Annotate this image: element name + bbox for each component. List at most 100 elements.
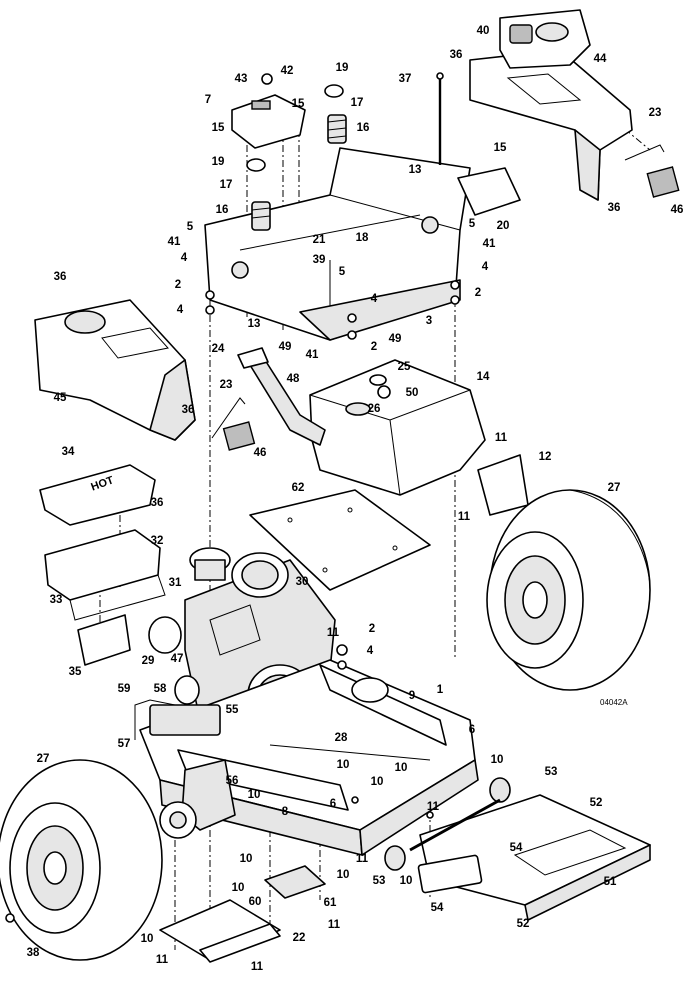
callout-36: 36: [182, 404, 195, 416]
callout-11: 11: [251, 961, 264, 973]
callout-10: 10: [232, 882, 245, 894]
callout-15: 15: [292, 98, 305, 110]
callout-6: 6: [330, 798, 336, 810]
callout-4: 4: [177, 304, 184, 316]
callout-45: 45: [54, 392, 67, 404]
callout-49: 49: [279, 341, 292, 353]
callout-41: 41: [483, 238, 496, 250]
callout-50: 50: [406, 387, 419, 399]
heat-shields: HOT: [39, 464, 166, 666]
callout-15: 15: [212, 122, 225, 134]
callout-11: 11: [427, 801, 440, 813]
callout-10: 10: [141, 933, 154, 945]
callout-11: 11: [327, 627, 340, 639]
callout-30: 30: [296, 576, 309, 588]
fasteners: [5, 280, 460, 923]
foot-platform: [384, 777, 651, 921]
right-pod-cover: [469, 49, 633, 201]
callout-52: 52: [517, 918, 530, 930]
callout-19: 19: [212, 156, 225, 168]
callout-32: 32: [151, 535, 164, 547]
callout-42: 42: [281, 65, 294, 77]
callout-10: 10: [400, 875, 413, 887]
callout-4: 4: [367, 645, 374, 657]
callout-47: 47: [171, 653, 184, 665]
callout-3: 3: [426, 315, 432, 327]
callout-15: 15: [494, 142, 507, 154]
springs: [246, 73, 347, 231]
callout-10: 10: [240, 853, 253, 865]
callout-37: 37: [399, 73, 412, 85]
callout-60: 60: [249, 896, 262, 908]
callout-17: 17: [351, 97, 364, 109]
callout-53: 53: [545, 766, 558, 778]
callout-11: 11: [328, 919, 341, 931]
callout-29: 29: [142, 655, 155, 667]
callout-4: 4: [371, 293, 378, 305]
callout-16: 16: [216, 204, 229, 216]
callout-5: 5: [187, 221, 194, 233]
callout-51: 51: [604, 876, 617, 888]
callout-54: 54: [431, 902, 444, 914]
callout-13: 13: [248, 318, 261, 330]
rear-wheel-left: [0, 759, 163, 961]
callout-17: 17: [220, 179, 233, 191]
fuel-hose: [237, 347, 326, 446]
callout-46: 46: [671, 204, 684, 216]
callout-27: 27: [608, 482, 621, 494]
callout-52: 52: [590, 797, 603, 809]
callout-16: 16: [357, 122, 370, 134]
callout-10: 10: [248, 789, 261, 801]
callout-36: 36: [54, 271, 67, 283]
callout-27: 27: [37, 753, 50, 765]
callout-10: 10: [337, 869, 350, 881]
callout-38: 38: [27, 947, 40, 959]
callout-11: 11: [458, 511, 471, 523]
callout-36: 36: [151, 497, 164, 509]
callout-2: 2: [371, 341, 377, 353]
callout-57: 57: [118, 738, 131, 750]
cup-holder-insert: [499, 9, 591, 69]
callout-4: 4: [482, 261, 489, 273]
callout-43: 43: [235, 73, 248, 85]
callout-23: 23: [220, 379, 233, 391]
callout-21: 21: [313, 234, 326, 246]
callout-53: 53: [373, 875, 386, 887]
handles-and-vents: [211, 144, 680, 451]
drawing-code: 04042A: [600, 698, 628, 707]
callout-19: 19: [336, 62, 349, 74]
callout-40: 40: [477, 25, 490, 37]
callout-28: 28: [335, 732, 348, 744]
callout-5: 5: [469, 218, 476, 230]
callout-31: 31: [169, 577, 182, 589]
callout-49: 49: [389, 333, 402, 345]
callout-12: 12: [539, 451, 552, 463]
callout-36: 36: [450, 49, 463, 61]
callout-10: 10: [491, 754, 504, 766]
callout-41: 41: [306, 349, 319, 361]
callout-2: 2: [475, 287, 481, 299]
callout-10: 10: [395, 762, 408, 774]
hydro-pump: [159, 759, 236, 839]
tank-bracket: [477, 454, 529, 516]
callout-35: 35: [69, 666, 82, 678]
callout-2: 2: [369, 623, 375, 635]
left-pod-cover: [34, 299, 196, 441]
callout-13: 13: [409, 164, 422, 176]
callout-23: 23: [649, 107, 662, 119]
callout-26: 26: [368, 403, 381, 415]
callout-11: 11: [356, 853, 369, 865]
callout-10: 10: [337, 759, 350, 771]
callout-2: 2: [175, 279, 181, 291]
control-rod: [436, 72, 444, 165]
control-plate: [231, 94, 306, 149]
callout-48: 48: [287, 373, 300, 385]
callout-24: 24: [212, 343, 225, 355]
callout-20: 20: [497, 220, 510, 232]
callout-33: 33: [50, 594, 63, 606]
callout-39: 39: [313, 254, 326, 266]
callout-11: 11: [156, 954, 169, 966]
callout-62: 62: [292, 482, 305, 494]
